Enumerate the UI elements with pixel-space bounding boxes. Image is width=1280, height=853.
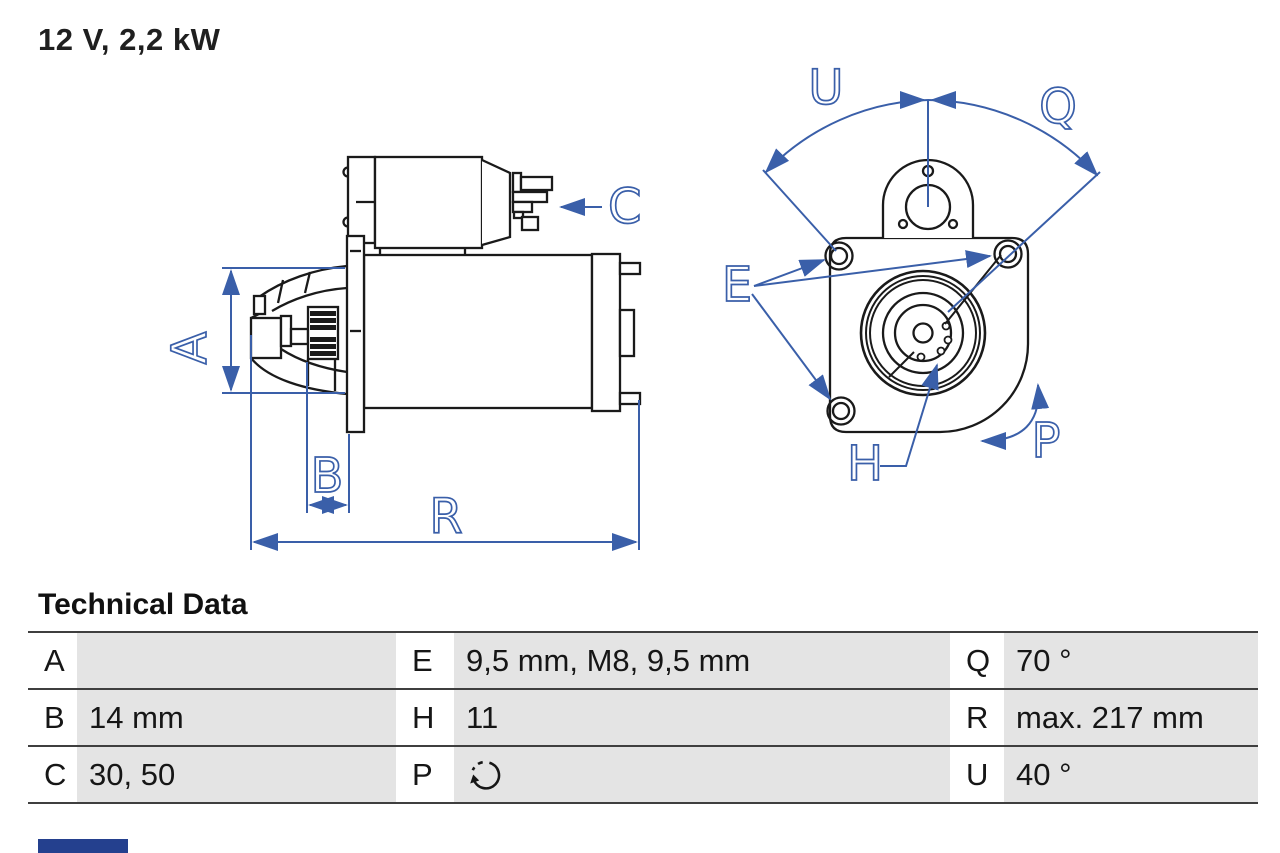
value-cell-C: 30, 50 [77, 747, 396, 802]
value-cell-E: 9,5 mm, M8, 9,5 mm [454, 633, 950, 688]
rotation-direction-icon [470, 760, 501, 790]
value-cell-A [77, 633, 396, 688]
table-row: B 14 mm H 11 R max. 217 mm [28, 688, 1258, 745]
section-heading: Technical Data [38, 588, 248, 621]
label-H: H [847, 436, 883, 492]
solenoid-terminals [511, 171, 554, 232]
pinion-gear [310, 311, 336, 356]
label-C: C [608, 179, 642, 235]
dimension-E-leaders [751, 250, 992, 401]
key-cell-Q: Q [950, 633, 1004, 688]
key-cell-P: P [396, 747, 454, 802]
key-cell-C: C [28, 747, 77, 802]
dimension-B [306, 362, 350, 514]
dimension-UQ-angles [762, 91, 1101, 313]
value-cell-R: max. 217 mm [1004, 690, 1258, 745]
table-row: A E 9,5 mm, M8, 9,5 mm Q 70 ° [28, 631, 1258, 688]
label-Q: Q [1039, 79, 1077, 135]
key-cell-E: E [396, 633, 454, 688]
technical-data-table: A E 9,5 mm, M8, 9,5 mm Q 70 ° B 14 mm H … [28, 631, 1258, 804]
value-cell-H: 11 [454, 690, 950, 745]
brand-bar [38, 839, 128, 853]
label-P: P [1032, 413, 1061, 469]
value-cell-U: 40 ° [1004, 747, 1258, 802]
bolt-holes [824, 239, 1023, 426]
key-cell-H: H [396, 690, 454, 745]
label-B: B [311, 448, 344, 504]
key-cell-U: U [950, 747, 1004, 802]
key-cell-R: R [950, 690, 1004, 745]
front-flange [828, 236, 1030, 434]
label-A: A [162, 331, 218, 364]
side-view [249, 155, 642, 434]
dimension-P-rotation-arrow [980, 383, 1050, 450]
front-view-labels: U Q E H P [721, 59, 1078, 493]
front-view-dimensions [751, 91, 1101, 467]
mounting-flange [345, 234, 366, 434]
motor-body [362, 252, 642, 413]
dimension-R [250, 335, 640, 551]
label-U: U [808, 60, 843, 116]
starter-motor-drawing: A B R C [161, 59, 1101, 551]
label-E: E [722, 257, 752, 313]
side-view-labels: A B R C [161, 178, 642, 546]
drive-end-housing [249, 264, 348, 396]
dimension-H-leader [880, 363, 939, 467]
solenoid [342, 155, 554, 255]
table-row: C 30, 50 P U 40 ° [28, 745, 1258, 804]
value-cell-Q: 70 ° [1004, 633, 1258, 688]
key-cell-A: A [28, 633, 77, 688]
front-view [824, 158, 1030, 434]
value-cell-B: 14 mm [77, 690, 396, 745]
label-R: R [429, 489, 462, 545]
key-cell-B: B [28, 690, 77, 745]
page-title: 12 V, 2,2 kW [38, 22, 221, 57]
side-view-dimensions [222, 198, 640, 551]
value-cell-P [454, 747, 950, 802]
dimension-A [222, 267, 345, 394]
